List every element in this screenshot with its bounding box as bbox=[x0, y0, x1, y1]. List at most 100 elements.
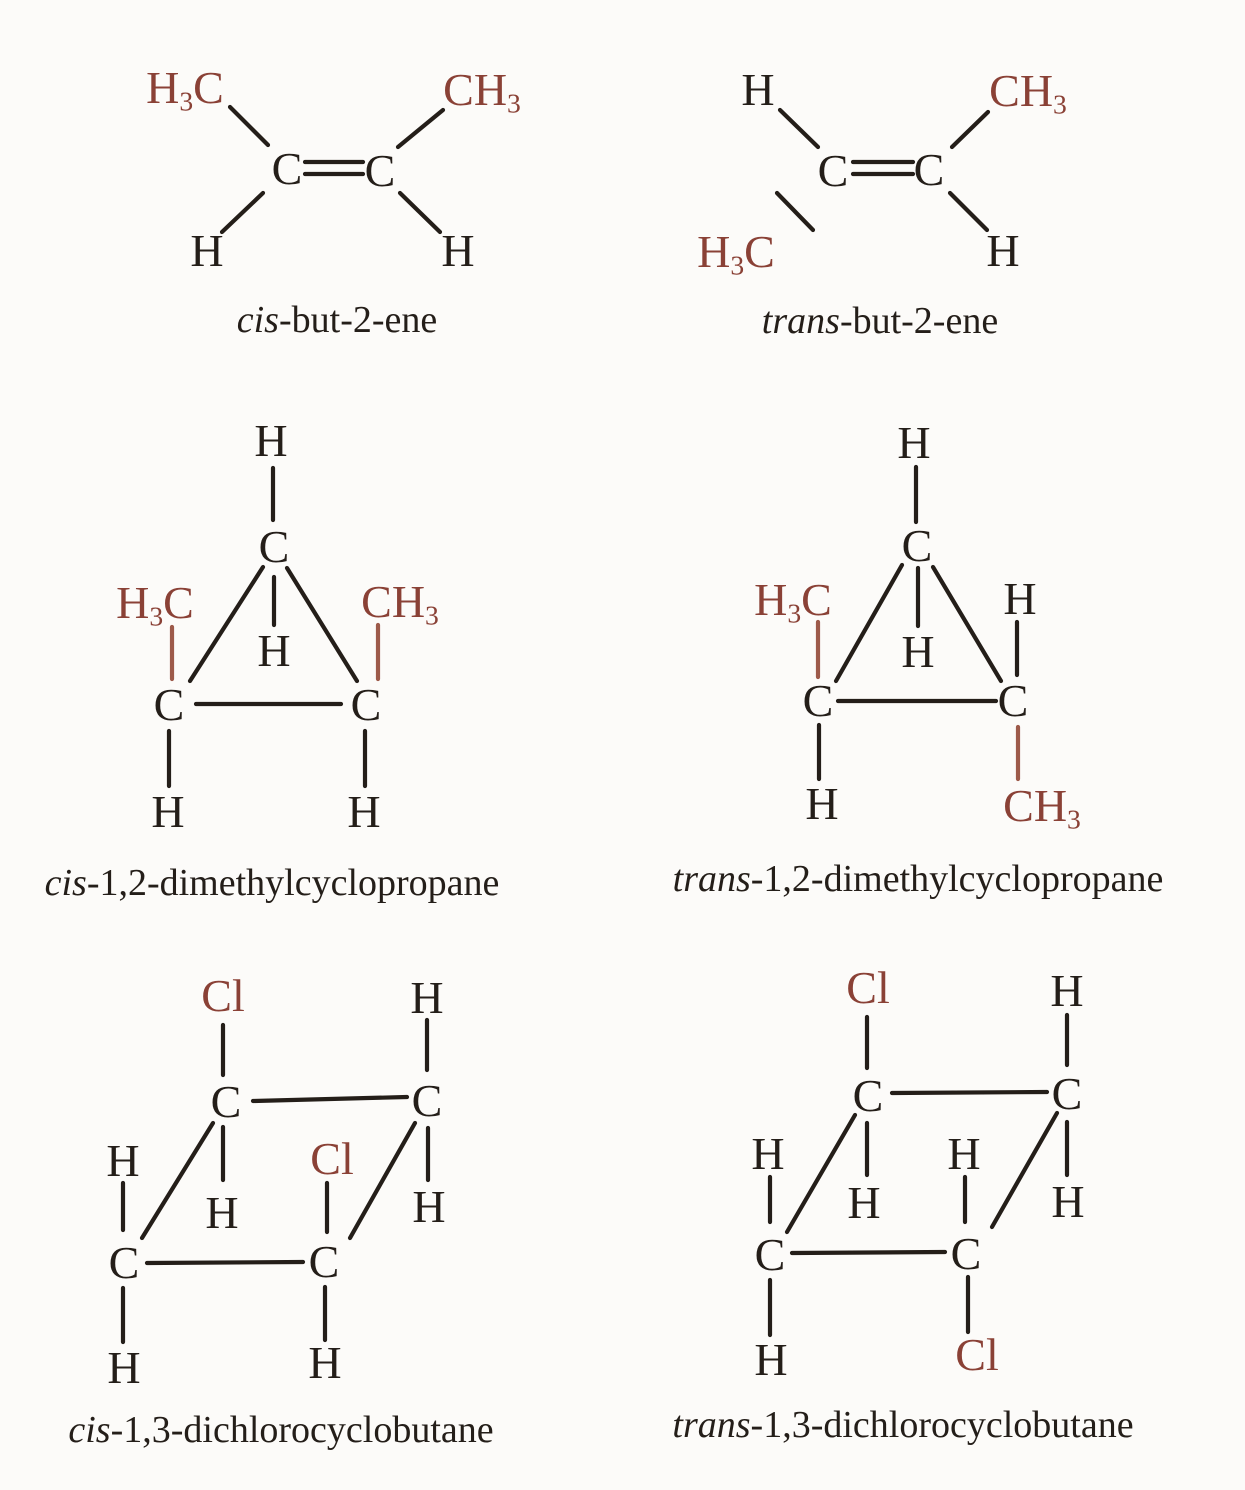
caption-prefix: cis bbox=[44, 862, 87, 905]
atom-chlorine-inner: Cl bbox=[310, 1133, 354, 1184]
atom-hydrogen-inner-right: H bbox=[412, 1181, 446, 1232]
atom-carbon-bottom-left: C bbox=[754, 1229, 786, 1280]
atom-hydrogen-outer-left: H bbox=[751, 1128, 785, 1179]
atom-subscript: 3 bbox=[787, 597, 802, 629]
atom-subscript: 3 bbox=[149, 600, 164, 632]
caption-prefix: cis bbox=[68, 1409, 111, 1452]
atom-hydrogen-below-left: H bbox=[754, 1334, 788, 1385]
atom-hydrogen-inner-left: H bbox=[847, 1177, 881, 1228]
bonds-cis-dimethylcyclopropane bbox=[166, 465, 381, 789]
atom-text: C bbox=[801, 574, 832, 625]
bond-ring-right bbox=[930, 564, 1004, 684]
atom-carbon-bottom-right: C bbox=[950, 1228, 982, 1279]
atom-carbon-left: C bbox=[817, 145, 849, 196]
atom-carbon-top-left: C bbox=[210, 1076, 242, 1127]
atom-carbon-left: C bbox=[802, 675, 834, 726]
bond-c-h-right bbox=[947, 190, 990, 233]
atom-text: C bbox=[744, 226, 775, 277]
bond-methyl-left-c bbox=[227, 104, 271, 148]
bonds-cis-dichlorocyclobutane bbox=[120, 1017, 431, 1345]
atom-text: H bbox=[116, 577, 150, 628]
atom-carbon-apex: C bbox=[258, 521, 290, 572]
atom-carbon-right: C bbox=[350, 679, 382, 730]
atom-hydrogen-inner: H bbox=[901, 626, 935, 677]
atom-hydrogen-below-right: H bbox=[308, 1337, 342, 1388]
bond-ring-top bbox=[889, 1089, 1050, 1096]
atom-text: H bbox=[697, 226, 731, 277]
atom-hydrogen-inner: H bbox=[257, 625, 291, 676]
atom-chlorine-top: Cl bbox=[846, 962, 890, 1013]
atom-carbon-left: C bbox=[153, 679, 185, 730]
bonds-cis-but-2-ene bbox=[219, 104, 446, 235]
atom-chlorine-top: Cl bbox=[201, 970, 245, 1021]
atom-hydrogen-bottom-right: H bbox=[986, 225, 1020, 276]
bond-c-methyl-right bbox=[395, 107, 446, 150]
atom-hydrogen-apex: H bbox=[897, 417, 931, 468]
bond-ring-left-diagonal bbox=[784, 1112, 858, 1235]
bond-ring-left-diagonal bbox=[139, 1120, 216, 1241]
atom-hydrogen-below-left: H bbox=[805, 778, 839, 829]
atom-text: CH bbox=[361, 576, 426, 627]
atom-methyl-bottom-left: H3C bbox=[697, 226, 775, 280]
bonds-trans-dimethylcyclopropane bbox=[815, 464, 1021, 782]
caption-cis-dichlorocyclobutane: cis-1,3-dichlorocyclobutane bbox=[68, 1409, 494, 1452]
atom-methyl-left: H3C bbox=[146, 62, 224, 116]
atom-carbon-right: C bbox=[364, 145, 396, 196]
atom-carbon-top-left: C bbox=[852, 1070, 884, 1121]
caption-trans-but-2-ene: trans-but-2-ene bbox=[761, 300, 999, 343]
caption-rest: -1,2-dimethylcyclopropane bbox=[86, 862, 500, 905]
atom-carbon-top-right: C bbox=[411, 1075, 443, 1126]
bond-c-methyl-right bbox=[949, 109, 991, 150]
atom-hydrogen-bottom-left: H bbox=[190, 225, 224, 276]
bond-ring-right bbox=[284, 565, 360, 684]
caption-prefix: cis bbox=[236, 299, 279, 342]
atom-hydrogen-outer-left: H bbox=[106, 1135, 140, 1186]
atom-subscript: 3 bbox=[730, 249, 745, 281]
atom-carbon-left: C bbox=[271, 143, 303, 194]
bond-ring-left bbox=[833, 562, 905, 684]
atom-carbon-bottom-right: C bbox=[308, 1236, 340, 1287]
caption-rest: -1,3-dichlorocyclobutane bbox=[110, 1409, 494, 1452]
atom-methyl-left: H3C bbox=[116, 577, 194, 631]
atom-hydrogen-below-left: H bbox=[107, 1342, 141, 1393]
caption-rest: -but-2-ene bbox=[278, 299, 438, 342]
atom-hydrogen-top-right: H bbox=[1050, 965, 1084, 1016]
atom-hydrogen-bottom-right: H bbox=[441, 225, 475, 276]
bond-ring-right-diagonal bbox=[347, 1120, 418, 1241]
atom-methyl-right: CH3 bbox=[361, 576, 439, 630]
atom-hydrogen-top-left: H bbox=[741, 64, 775, 115]
caption-rest: -1,3-dichlorocyclobutane bbox=[750, 1404, 1134, 1447]
bond-ring-bottom bbox=[789, 1249, 948, 1256]
atom-hydrogen-inner-right: H bbox=[1051, 1176, 1085, 1227]
atom-hydrogen-apex: H bbox=[254, 415, 288, 466]
atom-carbon-right: C bbox=[913, 144, 945, 195]
atom-subscript: 3 bbox=[1067, 803, 1081, 835]
bond-c-h-right bbox=[397, 190, 443, 235]
atom-methyl-below-right: CH3 bbox=[1003, 780, 1081, 834]
caption-trans-dimethylcyclopropane: trans-1,2-dimethylcyclopropane bbox=[673, 858, 1164, 901]
atom-subscript: 3 bbox=[425, 599, 439, 631]
caption-prefix: trans bbox=[761, 300, 840, 343]
bond-c-h-left bbox=[219, 190, 266, 235]
bond-c-methyl-left bbox=[774, 190, 816, 233]
atom-text: CH bbox=[1003, 780, 1068, 831]
atom-subscript: 3 bbox=[179, 85, 194, 117]
atom-text: H bbox=[146, 62, 180, 113]
atom-text: CH bbox=[989, 65, 1054, 116]
caption-rest: -but-2-ene bbox=[839, 300, 999, 343]
atom-methyl-top-right: CH3 bbox=[989, 65, 1067, 119]
atom-chlorine-below-right: Cl bbox=[955, 1329, 999, 1380]
atom-methyl-right: CH3 bbox=[443, 67, 521, 118]
atom-carbon-top-right: C bbox=[1051, 1068, 1083, 1119]
atom-hydrogen-upper-right: H bbox=[1003, 573, 1037, 624]
atom-subscript: 3 bbox=[1053, 88, 1067, 120]
bonds-trans-but-2-ene bbox=[774, 107, 991, 233]
atom-methyl-left: H3C bbox=[754, 574, 832, 628]
